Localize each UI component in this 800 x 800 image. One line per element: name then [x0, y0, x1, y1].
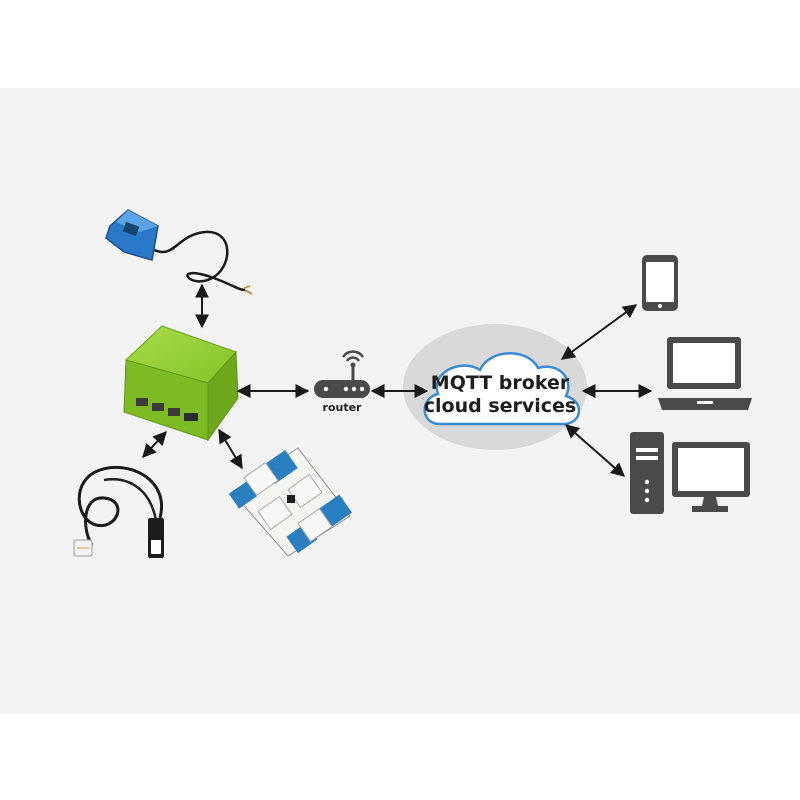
cloud-label-line2: cloud services: [424, 395, 577, 417]
green-controller-icon: [123, 325, 239, 442]
connection-arrows: [142, 283, 653, 477]
relay-board-icon: [228, 447, 352, 557]
laptop-icon: [658, 337, 752, 410]
current-clamp-sensor-icon: [105, 209, 253, 295]
router-label: router: [323, 401, 363, 414]
cloud-label-line1: MQTT broker: [431, 372, 570, 394]
cloud-icon: [423, 352, 581, 426]
arrow-controller-probe: [142, 430, 167, 459]
cloud-services-node: MQTT broker cloud services: [403, 324, 587, 450]
arrow-cloud-desktop: [564, 424, 626, 477]
temperature-probe-icon: [73, 465, 164, 558]
router-icon: [314, 350, 370, 398]
arrow-controller-relay: [218, 428, 243, 470]
smartphone-icon: [642, 255, 678, 311]
arrow-cloud-smartphone: [560, 304, 638, 360]
desktop-pc-icon: [630, 432, 750, 514]
